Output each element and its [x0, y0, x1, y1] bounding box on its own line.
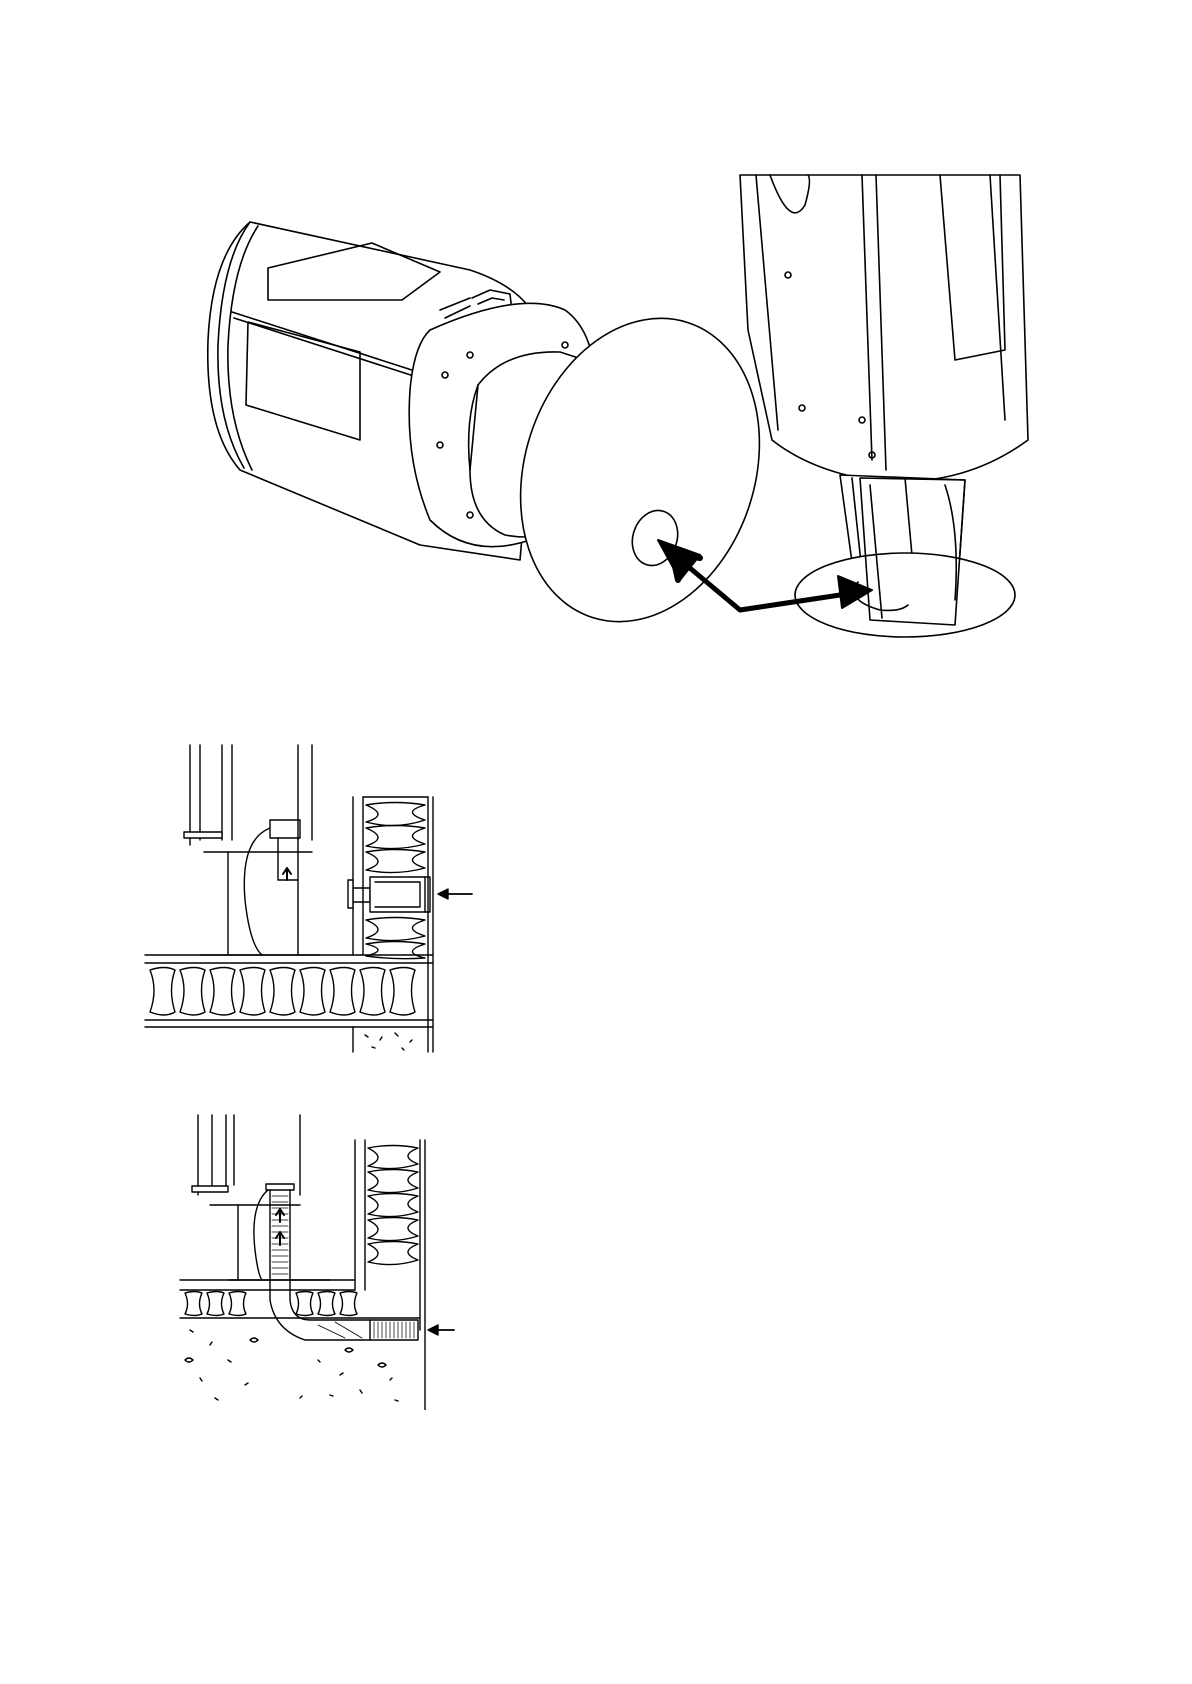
- wall-inlet-fitting: [318, 1320, 418, 1340]
- air-inlet-arrow-icon: [428, 1325, 454, 1335]
- stove-lower-section: [192, 1115, 300, 1205]
- stove-lower-section: [184, 745, 312, 880]
- floor-insulated: [180, 1280, 420, 1318]
- wall-inlet-fitting: [348, 877, 430, 912]
- floor-inlet-section-icon: [175, 1110, 455, 1410]
- stove-body: [740, 175, 1028, 482]
- wall-insulated: [355, 1140, 425, 1410]
- stove-outside-air-kit-exploded-icon: [190, 170, 1040, 650]
- floor-insulated: [145, 955, 433, 1027]
- air-inlet-arrow-icon: [438, 889, 472, 899]
- foundation-concrete: [353, 1027, 412, 1052]
- wall-inlet-section-icon: [140, 740, 480, 1060]
- pedestal-cutaway: [200, 828, 320, 955]
